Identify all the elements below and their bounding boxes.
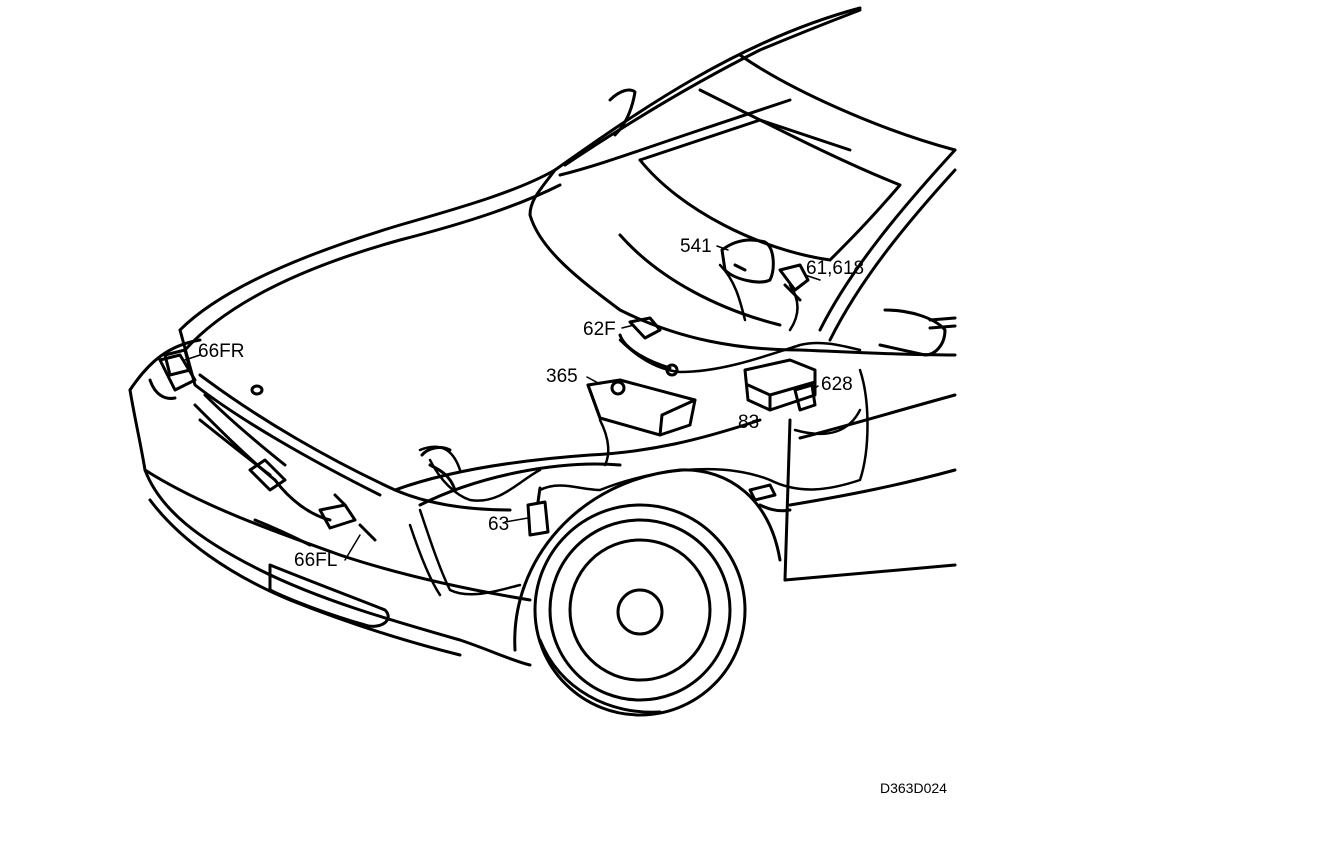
callout-365: 365 (546, 366, 578, 387)
callout-628: 628 (821, 374, 853, 395)
wiper-arm (608, 88, 637, 137)
windshield (558, 98, 902, 327)
fender (393, 418, 792, 513)
callout-61-618: 61,618 (806, 258, 865, 279)
hood (178, 168, 957, 512)
component-365-reservoir (586, 378, 697, 437)
a-pillar-door (783, 148, 957, 582)
side-mirror (928, 316, 957, 330)
component-541-box (720, 238, 775, 284)
component-628-connector (793, 383, 817, 412)
component-62f (618, 316, 679, 377)
callout-83: 83 (738, 412, 760, 433)
callout-62f: 62F (583, 319, 616, 340)
component-63 (526, 486, 550, 537)
component-61-618-connector (778, 263, 810, 302)
wiring-harness (408, 263, 869, 597)
callout-541: 541 (680, 236, 712, 257)
filler-neck (420, 446, 457, 492)
callout-66fl: 66FL (294, 550, 338, 571)
front-bumper (128, 338, 532, 667)
component-66fl (318, 493, 377, 542)
hood-emblem (250, 384, 264, 396)
roof-outline (553, 6, 957, 172)
grille (148, 353, 332, 522)
leader-lines (184, 245, 821, 561)
callout-63: 63 (488, 514, 510, 535)
callout-66fr: 66FR (198, 341, 245, 362)
component-83-box (743, 358, 817, 412)
component-66fr (163, 348, 192, 377)
figure-code: D363D024 (880, 780, 947, 796)
